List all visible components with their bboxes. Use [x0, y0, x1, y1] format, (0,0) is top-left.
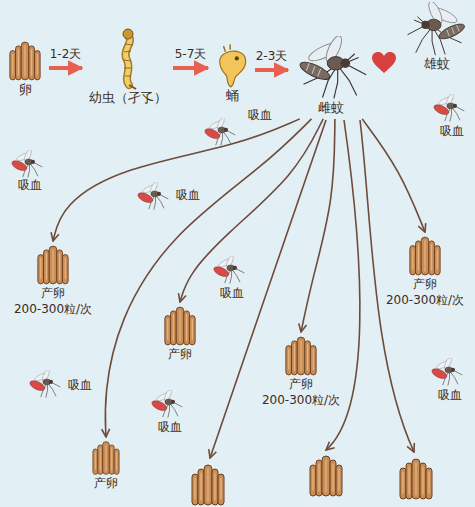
egg-laying: 产卵200-300粒/次: [382, 235, 468, 308]
stage-picture: [38, 246, 68, 284]
action-label: 吸血: [246, 108, 274, 124]
egg-raft: [192, 465, 224, 505]
stage-label: 产卵: [41, 286, 65, 302]
stage-arrow: [173, 66, 208, 70]
blood-fed-mosquito: [10, 149, 42, 178]
stage-picture: [36, 244, 70, 286]
stage-picture: [8, 40, 42, 82]
lay-egg-curve: [362, 119, 425, 232]
stage-picture: [93, 442, 119, 475]
stage-picture: [294, 36, 370, 100]
egg-laying: 产卵: [150, 305, 210, 363]
stage-picture: [410, 237, 440, 275]
egg-count: 200-300粒/次: [386, 293, 464, 309]
stage-label: 产卵: [168, 347, 192, 363]
stage-picture: [214, 44, 252, 88]
action-label: 吸血: [436, 388, 464, 404]
stage-picture: [91, 440, 121, 476]
male-mosquito: 雄蚊: [402, 2, 472, 73]
blood-fed-mosquito: [203, 117, 235, 146]
stage-label: 雄蚊: [424, 56, 450, 73]
stage-picture: [408, 235, 442, 277]
egg-raft: [310, 456, 342, 496]
stage-label: 卵: [19, 82, 32, 99]
action-label: 吸血: [16, 178, 44, 194]
stage-picture: [10, 42, 40, 80]
stage-picture: [163, 305, 197, 347]
egg-raft: [400, 459, 432, 499]
blood-fed-mosquito: [212, 255, 244, 284]
larva-stage: 幼虫（孑孓）: [86, 28, 170, 107]
stage-picture: [298, 34, 366, 99]
blood-fed-mosquito: [136, 181, 168, 210]
lay-egg-curve: [360, 120, 414, 452]
blood-fed-mosquito: [432, 93, 464, 122]
action-label: 吸血: [156, 420, 184, 436]
stage-label: 产卵: [94, 476, 118, 492]
stage-label: 产卵: [413, 277, 437, 293]
lay-egg-curve: [301, 119, 335, 332]
stage-label: 幼虫（孑孓）: [89, 90, 167, 107]
egg-laying: 产卵200-300粒/次: [259, 335, 344, 408]
action-label: 吸血: [66, 378, 94, 394]
stage-picture: [123, 29, 136, 89]
action-label: 吸血: [438, 124, 466, 140]
duration-label: 1-2天: [50, 47, 82, 63]
duration-label: 2-3天: [256, 49, 288, 65]
blood-fed-mosquito: [28, 369, 60, 398]
pupa-stage: 蛹: [212, 44, 252, 105]
stage-picture: [408, 0, 467, 55]
lay-egg-curve: [180, 119, 323, 302]
blood-fed-mosquito: [150, 389, 182, 418]
lay-egg-curves: [210, 120, 414, 458]
stage-picture: [220, 44, 246, 87]
stage-arrow: [49, 66, 82, 70]
lay-egg-curve: [105, 119, 311, 437]
stage-picture: [286, 337, 316, 375]
egg-count: 200-300粒/次: [14, 302, 92, 318]
blood-fed-mosquito: [430, 357, 462, 386]
stage-label: 产卵: [289, 377, 313, 393]
action-label: 吸血: [218, 286, 246, 302]
egg-laying: 产卵: [80, 440, 132, 492]
stage-arrow: [255, 68, 288, 72]
lay-egg-curve: [53, 119, 300, 241]
stage-picture: [165, 307, 195, 345]
action-label: 吸血: [174, 188, 202, 204]
stage-picture: [113, 28, 143, 90]
female-mosquito: 雌蚊: [292, 36, 370, 117]
stage-label: 雌蚊: [318, 100, 344, 117]
egg-count: 200-300粒/次: [262, 393, 340, 409]
heart-icon: [372, 52, 396, 73]
stage-label: 蛹: [226, 88, 239, 105]
egg-stage: 卵: [4, 40, 46, 99]
lay-egg-curve: [210, 120, 326, 458]
stage-picture: [404, 2, 470, 56]
stage-picture: [284, 335, 318, 377]
duration-label: 5-7天: [175, 47, 207, 63]
egg-laying: 产卵200-300粒/次: [8, 244, 98, 317]
